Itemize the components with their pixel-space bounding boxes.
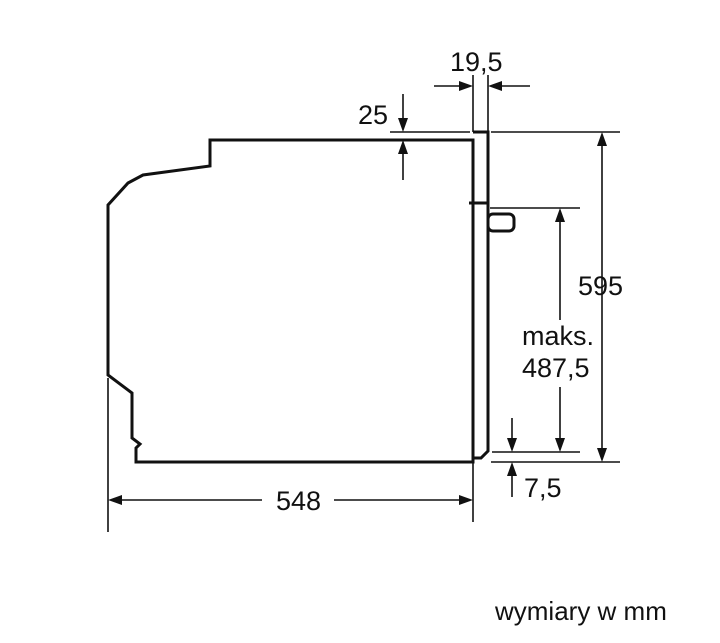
- label-max-line1: maks.: [522, 321, 594, 351]
- oven-door-outline: [473, 130, 490, 460]
- label-top-offset: 25: [358, 100, 388, 130]
- dim-top-offset: [390, 94, 470, 180]
- oven-body-outline: [106, 138, 475, 464]
- dim-height: [491, 131, 620, 463]
- label-max-line2: 487,5: [522, 353, 590, 383]
- units-caption: wymiary w mm: [494, 596, 667, 626]
- oven-knob: [486, 212, 516, 233]
- dim-max-height: [490, 207, 580, 453]
- label-door-thickness: 19,5: [450, 47, 503, 77]
- dim-bottom-offset: [507, 418, 517, 497]
- label-height: 595: [578, 271, 623, 301]
- dim-depth: [107, 378, 474, 532]
- dim-door-thickness: [434, 75, 530, 132]
- label-bottom-offset: 7,5: [524, 473, 562, 503]
- label-depth: 548: [276, 486, 321, 516]
